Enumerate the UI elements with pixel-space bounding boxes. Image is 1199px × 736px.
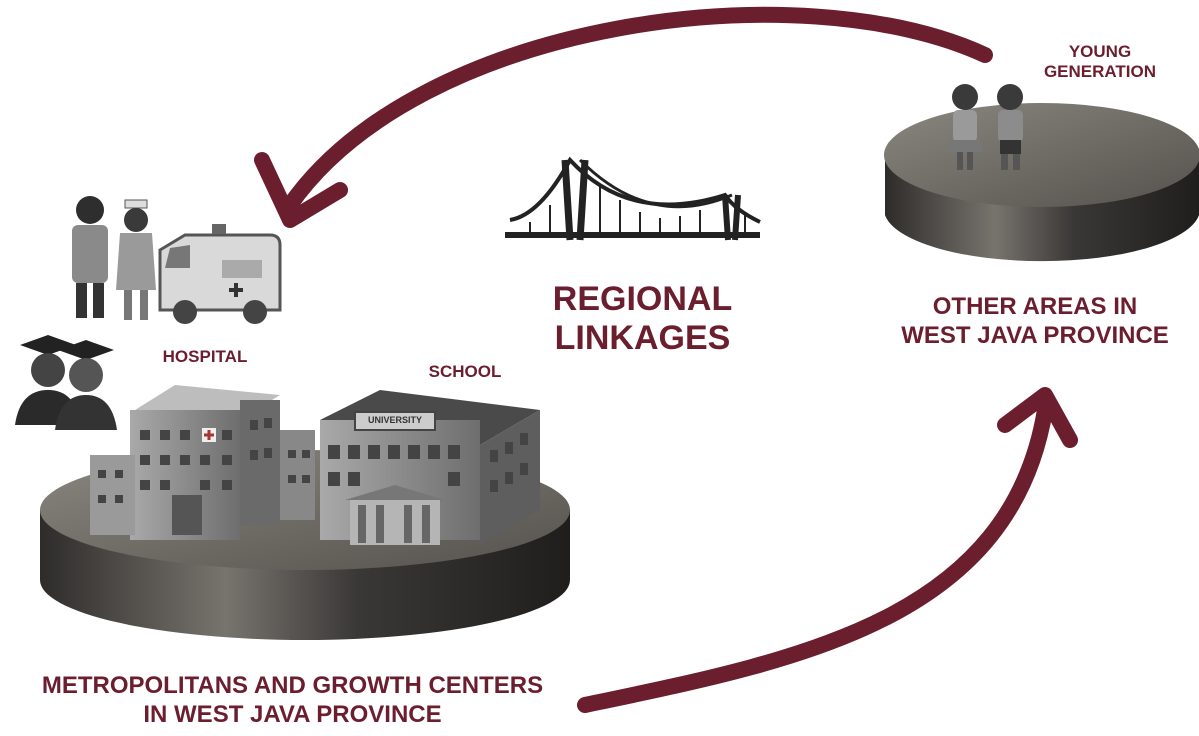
young-generation-label: YOUNG GENERATION [1010, 42, 1190, 83]
young-generation-line1: YOUNG [1068, 42, 1132, 61]
nurse-icon [116, 199, 156, 320]
right-platform [884, 103, 1199, 262]
university-building-icon [320, 390, 540, 545]
school-label: SCHOOL [428, 362, 502, 381]
regional-linkages-label: REGIONAL LINKAGES [520, 280, 765, 358]
other-areas-line1: OTHER AREAS IN [932, 293, 1138, 320]
metropolitans-line1: METROPOLITANS AND GROWTH CENTERS [41, 672, 544, 699]
children-icon [947, 84, 1023, 170]
top-arrow [254, 6, 993, 228]
ambulance-icon [158, 224, 282, 324]
bridge-icon [505, 156, 761, 241]
regional-linkages-line1: REGIONAL [552, 280, 733, 318]
hospital-building-icon [90, 385, 315, 540]
doctor-icon [72, 196, 108, 318]
young-generation-line2: GENERATION [1043, 62, 1157, 82]
bottom-arrow [577, 387, 1078, 713]
other-areas-line2: WEST JAVA PROVINCE [901, 321, 1169, 349]
metropolitans-label: METROPOLITANS AND GROWTH CENTERS IN WEST… [0, 672, 585, 730]
regional-linkages-line2: LINKAGES [554, 319, 731, 358]
hospital-label: HOSPITAL [162, 347, 248, 366]
metropolitans-line2: IN WEST JAVA PROVINCE [143, 700, 442, 728]
graduates-icon [15, 335, 117, 430]
other-areas-label: OTHER AREAS IN WEST JAVA PROVINCE [880, 293, 1190, 351]
university-sign: UNIVERSITY [367, 415, 422, 425]
